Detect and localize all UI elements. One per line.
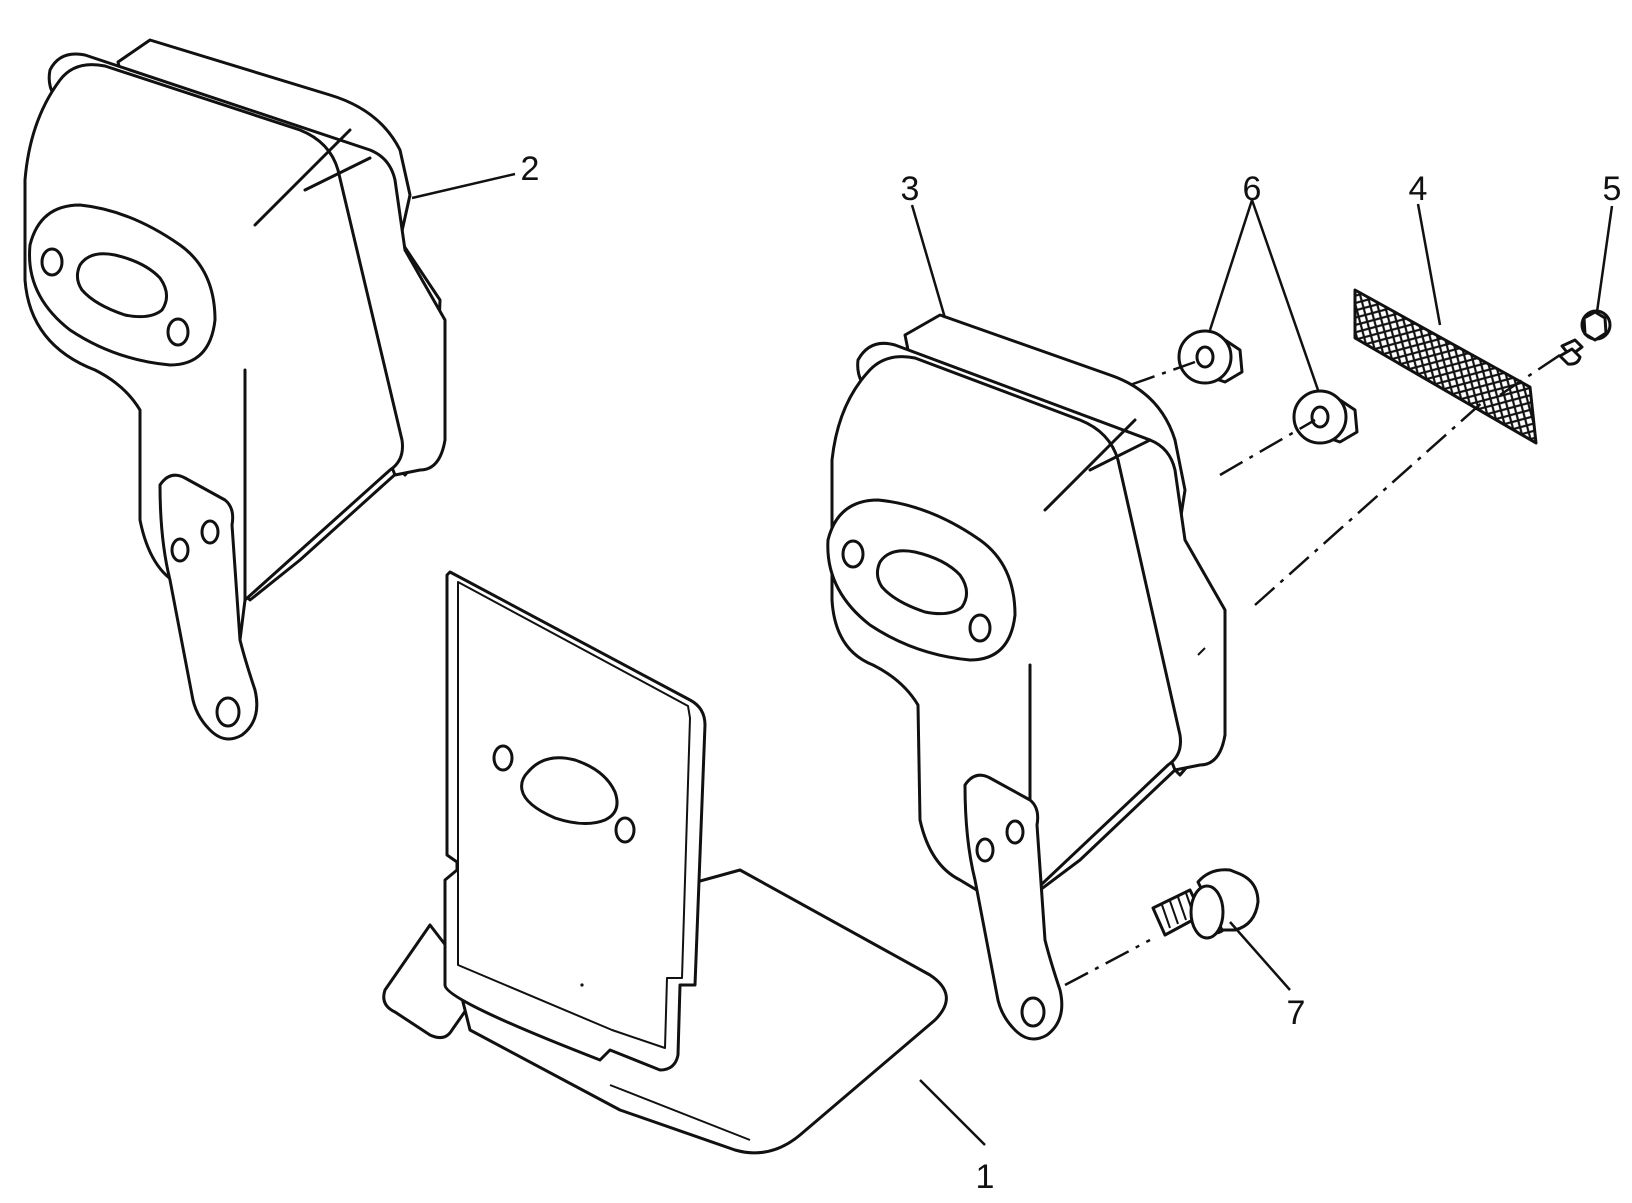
leader-4 — [1416, 203, 1442, 326]
callout-3: 3 — [901, 170, 920, 208]
leader-3 — [910, 204, 947, 319]
assembly-line-bolt — [1064, 938, 1151, 987]
spark-arrester-screen — [1353, 288, 1538, 445]
assembly-line-nut-lower — [1219, 418, 1316, 477]
heat-shield-plate — [382, 570, 948, 1155]
screw-small — [1558, 309, 1612, 366]
assembly-line-nut-upper — [1129, 360, 1196, 387]
collar-nut-upper — [1177, 329, 1244, 385]
callout-4: 4 — [1409, 170, 1428, 208]
leader-5 — [1595, 205, 1614, 313]
muffler-right — [826, 313, 1227, 1041]
leader-7 — [1229, 921, 1291, 991]
leader-2 — [411, 172, 516, 200]
callout-6: 6 — [1243, 170, 1262, 208]
muffler-left — [23, 38, 447, 741]
collar-nut-lower — [1292, 389, 1359, 445]
bolt — [1151, 868, 1260, 940]
callout-2: 2 — [521, 150, 540, 188]
leader-6b — [1250, 199, 1320, 391]
leader-1 — [919, 1079, 986, 1146]
leader-6a — [1208, 199, 1254, 331]
callout-1: 1 — [976, 1158, 995, 1196]
callout-5: 5 — [1603, 170, 1622, 208]
assembly-line-screen — [1254, 353, 1561, 606]
callout-7: 7 — [1287, 994, 1306, 1032]
